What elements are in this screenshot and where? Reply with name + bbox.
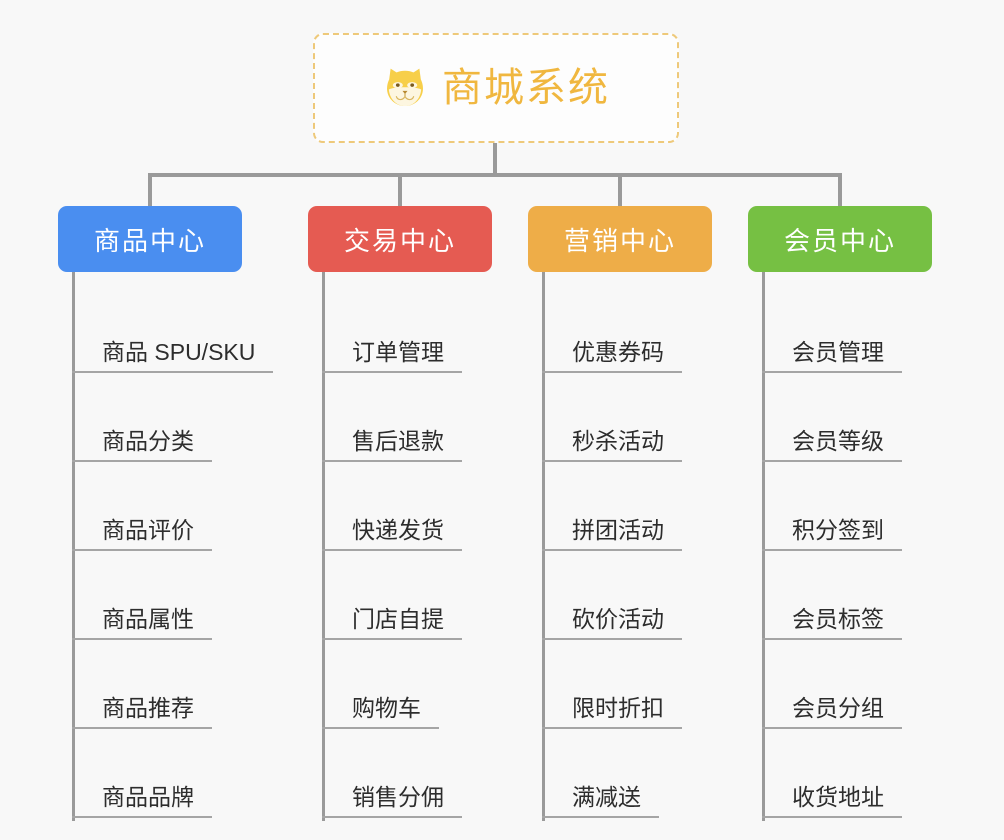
branch-column-product-center: 商品中心 商品 SPU/SKU 商品分类 商品评价 商品属性 商品推荐 商品品牌 <box>58 206 274 821</box>
branch-column-transaction-center: 交易中心 订单管理 售后退款 快递发货 门店自提 购物车 销售分佣 <box>308 206 492 821</box>
leaf-label: 会员分组 <box>762 694 902 729</box>
leaf-label: 订单管理 <box>322 338 462 373</box>
leaf-label: 会员等级 <box>762 427 902 462</box>
leaf-label: 门店自提 <box>322 605 462 640</box>
branch-header-2[interactable]: 营销中心 <box>528 206 712 272</box>
leaf-item[interactable]: 门店自提 <box>322 551 492 640</box>
branch-header-1[interactable]: 交易中心 <box>308 206 492 272</box>
branch-header-label-1: 交易中心 <box>343 225 456 256</box>
branch-header-label-3: 会员中心 <box>783 225 896 256</box>
leaf-label: 会员标签 <box>762 605 902 640</box>
leaf-item[interactable]: 商品评价 <box>72 462 242 551</box>
leaf-label: 售后退款 <box>322 427 462 462</box>
leaf-item[interactable]: 快递发货 <box>322 462 492 551</box>
leaf-item[interactable]: 会员标签 <box>762 551 932 640</box>
branch-column-marketing-center: 营销中心 优惠券码 秒杀活动 拼团活动 砍价活动 限时折扣 满减送 <box>528 206 712 821</box>
leaf-item[interactable]: 售后退款 <box>322 373 492 462</box>
leaf-item[interactable]: 砍价活动 <box>542 551 712 640</box>
leaf-item[interactable]: 优惠券码 <box>542 284 712 373</box>
branch-spine-1 <box>322 272 325 821</box>
leaf-item[interactable]: 秒杀活动 <box>542 373 712 462</box>
leaf-item[interactable]: 商品分类 <box>72 373 242 462</box>
leaf-item[interactable]: 限时折扣 <box>542 640 712 729</box>
leaf-item[interactable]: 商品推荐 <box>72 640 242 729</box>
branch-spine-0 <box>72 272 75 821</box>
leaf-label: 购物车 <box>322 694 439 729</box>
leaf-item[interactable]: 会员管理 <box>762 284 932 373</box>
branch-spine-2 <box>542 272 545 821</box>
leaf-item[interactable]: 购物车 <box>322 640 492 729</box>
leaf-label: 快递发货 <box>322 516 462 551</box>
leaf-item[interactable]: 满减送 <box>542 729 712 818</box>
leaf-label: 积分签到 <box>762 516 902 551</box>
connector-root-stem <box>493 143 497 175</box>
branch-spine-3 <box>762 272 765 821</box>
leaf-label: 商品分类 <box>72 427 212 462</box>
leaf-item[interactable]: 销售分佣 <box>322 729 492 818</box>
connector-drop-branch-3 <box>838 173 842 209</box>
connector-drop-branch-0 <box>148 173 152 209</box>
leaf-item[interactable]: 会员等级 <box>762 373 932 462</box>
leaf-item[interactable]: 商品属性 <box>72 551 242 640</box>
leaf-item[interactable]: 商品品牌 <box>72 729 242 818</box>
leaf-label: 商品属性 <box>72 605 212 640</box>
leaf-label: 砍价活动 <box>542 605 682 640</box>
branch-header-0[interactable]: 商品中心 <box>58 206 242 272</box>
connector-drop-branch-2 <box>618 173 622 209</box>
leaf-list-3: 会员管理 会员等级 积分签到 会员标签 会员分组 收货地址 <box>748 272 932 821</box>
shiba-dog-face-icon <box>387 68 423 106</box>
leaf-label: 会员管理 <box>762 338 902 373</box>
leaf-item[interactable]: 拼团活动 <box>542 462 712 551</box>
leaf-item[interactable]: 订单管理 <box>322 284 492 373</box>
leaf-label: 限时折扣 <box>542 694 682 729</box>
leaf-item[interactable]: 积分签到 <box>762 462 932 551</box>
leaf-item[interactable]: 收货地址 <box>762 729 932 818</box>
leaf-item[interactable]: 会员分组 <box>762 640 932 729</box>
leaf-label: 拼团活动 <box>542 516 682 551</box>
leaf-label: 商品推荐 <box>72 694 212 729</box>
leaf-item[interactable]: 商品 SPU/SKU <box>72 284 274 373</box>
connector-horizontal-bus <box>148 173 842 177</box>
leaf-label: 商品评价 <box>72 516 212 551</box>
root-node[interactable]: 商城系统 <box>313 33 679 143</box>
leaf-label: 收货地址 <box>762 783 902 818</box>
branch-header-label-0: 商品中心 <box>93 225 206 256</box>
leaf-label: 销售分佣 <box>322 783 462 818</box>
branch-header-3[interactable]: 会员中心 <box>748 206 932 272</box>
leaf-list-1: 订单管理 售后退款 快递发货 门店自提 购物车 销售分佣 <box>308 272 492 821</box>
leaf-label: 优惠券码 <box>542 338 682 373</box>
leaf-label: 商品 SPU/SKU <box>72 338 274 373</box>
root-title: 商城系统 <box>442 66 610 110</box>
leaf-label: 满减送 <box>542 783 659 818</box>
leaf-label: 秒杀活动 <box>542 427 682 462</box>
branch-column-member-center: 会员中心 会员管理 会员等级 积分签到 会员标签 会员分组 收货地址 <box>748 206 932 821</box>
leaf-list-2: 优惠券码 秒杀活动 拼团活动 砍价活动 限时折扣 满减送 <box>528 272 712 821</box>
branch-header-label-2: 营销中心 <box>563 225 676 256</box>
leaf-label: 商品品牌 <box>72 783 212 818</box>
connector-drop-branch-1 <box>398 173 402 209</box>
leaf-list-0: 商品 SPU/SKU 商品分类 商品评价 商品属性 商品推荐 商品品牌 <box>58 272 274 821</box>
